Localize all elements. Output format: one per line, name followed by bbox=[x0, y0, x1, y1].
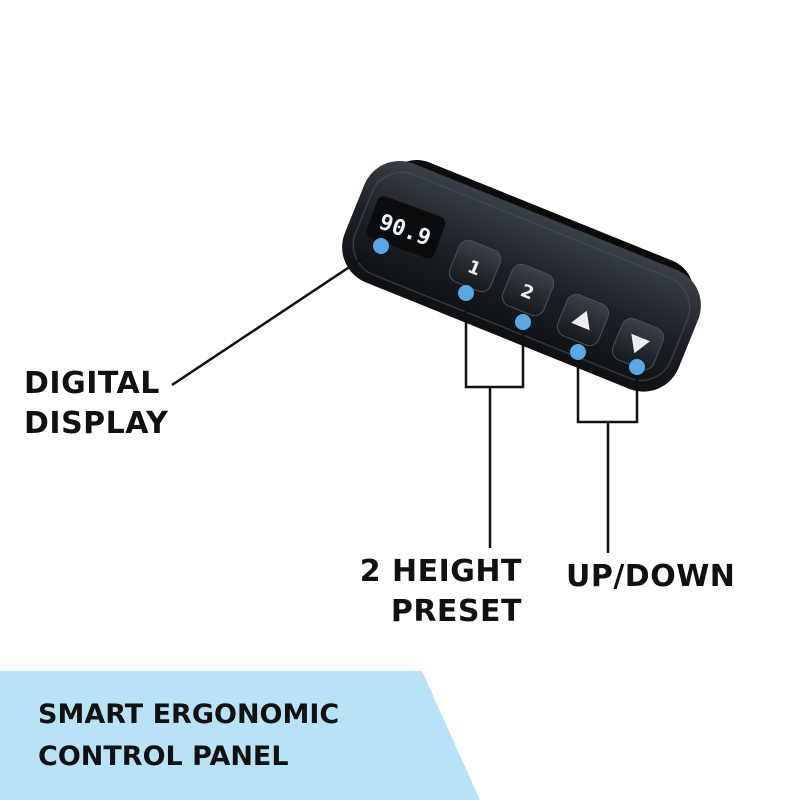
callout-line: UP/DOWN bbox=[566, 559, 736, 594]
callout-line: DISPLAY bbox=[24, 406, 169, 441]
title-banner bbox=[0, 671, 480, 800]
up-marker-dot bbox=[570, 344, 586, 360]
display-marker-dot bbox=[373, 238, 389, 254]
digital-display-callout: DIGITAL DISPLAY bbox=[24, 364, 168, 444]
preset-bracket bbox=[464, 293, 525, 389]
preset-button-1[interactable]: 1 bbox=[446, 237, 503, 294]
preset-2-marker-dot bbox=[515, 314, 531, 330]
up-down-callout: UP/DOWN bbox=[566, 557, 735, 597]
preset-1-marker-dot bbox=[458, 285, 474, 301]
triangle-up-icon bbox=[571, 310, 590, 331]
height-preset-callout: 2 HEIGHT PRESET bbox=[340, 552, 522, 632]
display-leader-line bbox=[171, 244, 382, 387]
callout-line: PRESET bbox=[390, 594, 522, 629]
preset-button-2[interactable]: 2 bbox=[499, 261, 556, 318]
callout-line: DIGITAL bbox=[24, 366, 160, 401]
banner-title-line: SMART ERGONOMIC bbox=[38, 699, 340, 730]
triangle-down-icon bbox=[631, 333, 650, 354]
down-button[interactable] bbox=[609, 315, 666, 372]
banner-title-line: CONTROL PANEL bbox=[38, 741, 289, 772]
panel-face bbox=[352, 171, 691, 382]
down-marker-dot bbox=[629, 359, 645, 375]
callout-line: 2 HEIGHT bbox=[359, 554, 522, 589]
up-button[interactable] bbox=[554, 291, 611, 348]
banner-title: SMART ERGONOMIC CONTROL PANEL bbox=[38, 694, 339, 778]
